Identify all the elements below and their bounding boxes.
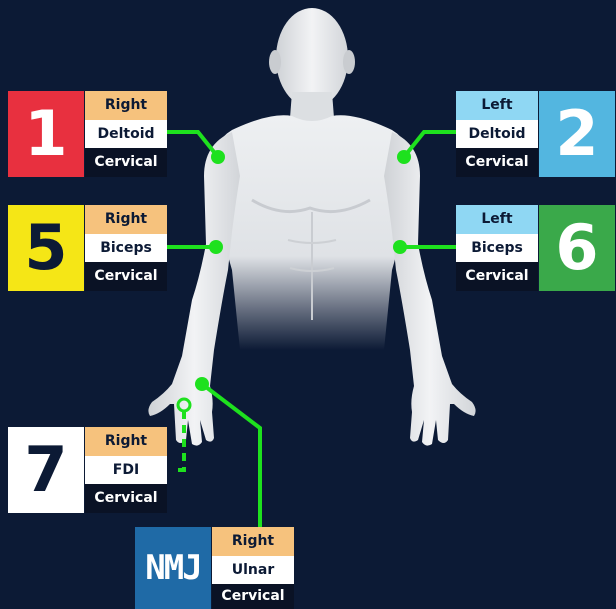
side-label: Left bbox=[456, 91, 538, 120]
muscle-label: Ulnar bbox=[212, 556, 294, 584]
root-label: Cervical bbox=[85, 262, 167, 291]
root-label: Cervical bbox=[456, 148, 538, 177]
site-number-7: 7 bbox=[8, 427, 84, 513]
site-number-5: 5 bbox=[8, 205, 84, 291]
site-labels-2: Left Deltoid Cervical bbox=[456, 91, 538, 177]
connector-6 bbox=[393, 240, 456, 254]
site-card-2: Left Deltoid Cervical 2 bbox=[456, 91, 616, 177]
site-number-6: 6 bbox=[539, 205, 615, 291]
site-card-5: 5 Right Biceps Cervical bbox=[8, 205, 168, 291]
site-labels-7: Right FDI Cervical bbox=[85, 427, 167, 513]
site-labels-1: Right Deltoid Cervical bbox=[85, 91, 167, 177]
site-number-1: 1 bbox=[8, 91, 84, 177]
root-label: Cervical bbox=[456, 262, 538, 291]
root-label: Cervical bbox=[85, 484, 167, 513]
side-label: Right bbox=[85, 427, 167, 456]
root-label: Cervical bbox=[85, 148, 167, 177]
muscle-label: Deltoid bbox=[456, 120, 538, 148]
side-label: Right bbox=[212, 527, 294, 556]
muscle-label: FDI bbox=[85, 456, 167, 484]
side-label: Left bbox=[456, 205, 538, 234]
site-labels-5: Right Biceps Cervical bbox=[85, 205, 167, 291]
site-number-nmj: NMJ bbox=[135, 527, 211, 609]
site-card-6: Left Biceps Cervical 6 bbox=[456, 205, 616, 291]
muscle-label: Biceps bbox=[85, 234, 167, 262]
muscle-label: Biceps bbox=[456, 234, 538, 262]
site-card-7: 7 Right FDI Cervical bbox=[8, 427, 168, 513]
root-label: Cervical bbox=[212, 584, 294, 609]
site-labels-6: Left Biceps Cervical bbox=[456, 205, 538, 291]
side-label: Right bbox=[85, 91, 167, 120]
muscle-label: Deltoid bbox=[85, 120, 167, 148]
side-label: Right bbox=[85, 205, 167, 234]
site-card-nmj: NMJ Right Ulnar Cervical bbox=[135, 527, 295, 609]
connector-5 bbox=[166, 240, 223, 254]
site-number-2: 2 bbox=[539, 91, 615, 177]
site-card-1: 1 Right Deltoid Cervical bbox=[8, 91, 168, 177]
site-labels-nmj: Right Ulnar Cervical bbox=[212, 527, 294, 609]
